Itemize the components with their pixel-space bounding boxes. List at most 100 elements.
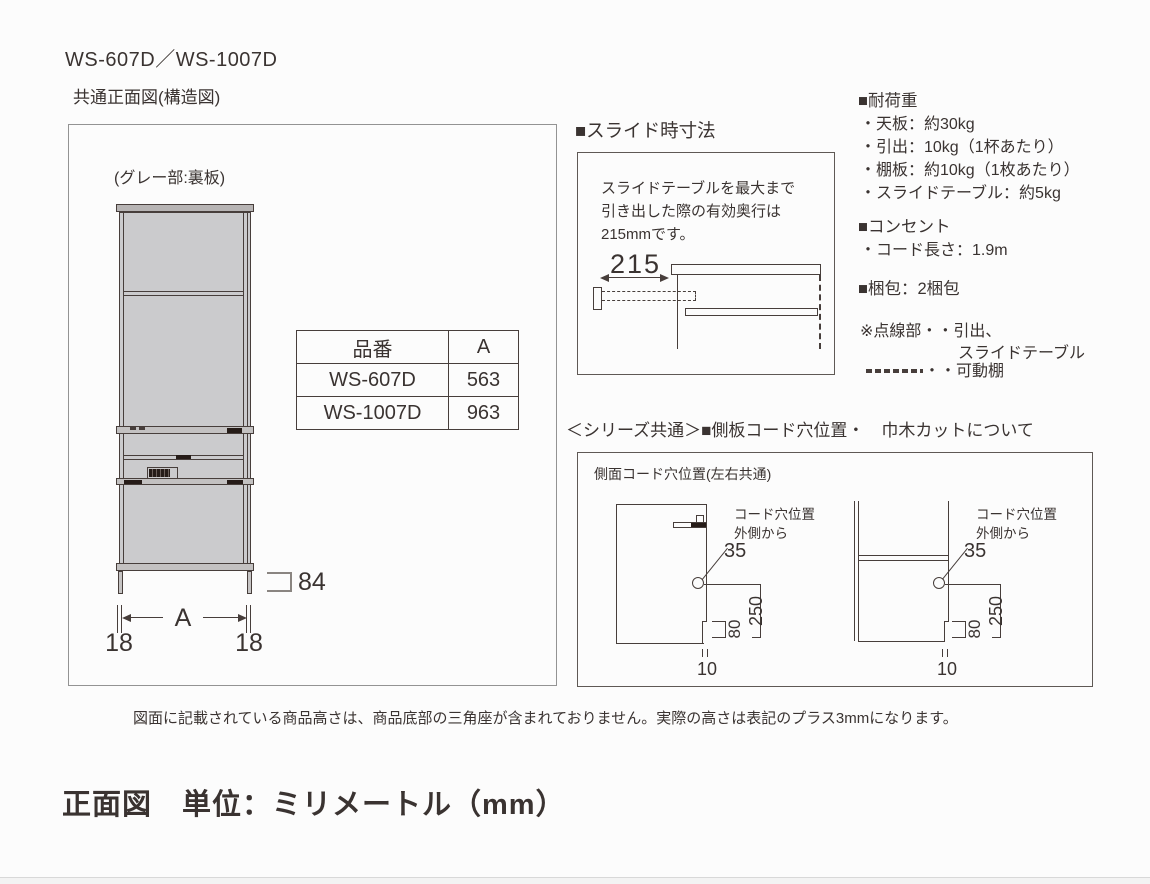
dim-10-tick (942, 649, 943, 657)
cabinet-right-stile-inner-line (247, 212, 248, 571)
left-diagram-shelf (673, 522, 707, 528)
dim-250-value: 250 (986, 595, 1006, 626)
spec-table-header-row: 品番 A (296, 330, 519, 364)
outlet-heading: ■コンセント (858, 218, 951, 236)
gray-part-note: (グレー部:裏板) (114, 170, 226, 187)
model-a-value: 563 (448, 363, 519, 397)
dim-a-label: A (163, 603, 203, 633)
model-name: WS-607D (296, 363, 449, 397)
dim-80-bottom-tick (712, 637, 725, 638)
drawer-line2 (124, 459, 243, 460)
footer-heading: 正面図 単位：ミリメートル（mm） (62, 789, 566, 821)
bottom-strip (0, 878, 1150, 884)
cord-hole-circle (933, 577, 945, 589)
slide-bar-mark-right (227, 480, 243, 484)
cabinet-shelf-bar (116, 426, 254, 434)
dim-250-vline (1000, 584, 1001, 638)
cord-hole-box-label: 側面コード穴位置(左右共通) (594, 466, 772, 482)
right-diagram-shelf-bottom (858, 560, 949, 561)
slide-diagram-front-line (677, 275, 678, 349)
packing-note: ■梱包：2梱包 (858, 280, 960, 298)
cord-hole-note-line1: コード穴位置 (976, 507, 1057, 522)
dim-10-tick (707, 649, 708, 657)
right-diagram-notch-top (944, 621, 949, 622)
front-view-panel: (グレー部:裏板) 84 (68, 124, 557, 686)
outlet-socket (149, 469, 170, 477)
dim-250-top-line (704, 584, 761, 585)
slide-section-heading: ■スライド時寸法 (575, 120, 716, 141)
table-row: WS-1007D 963 (296, 396, 519, 430)
legend-dashed-label: ・・可動棚 (924, 363, 1005, 380)
dim-10-tick (702, 649, 703, 657)
left-diagram-bottom-line (616, 643, 704, 644)
load-capacity-heading: ■耐荷重 (858, 92, 918, 110)
slide-table-dashed-outline (602, 291, 696, 301)
slide-table-bar (116, 478, 254, 485)
slide-dim-arrowhead-right (660, 274, 669, 282)
spec-col-hinban: 品番 (296, 330, 449, 364)
dashed-line-symbol (866, 369, 923, 373)
dim-250-bottom-tick (752, 637, 761, 638)
right-diagram-right-line (948, 501, 949, 622)
slide-diagram-top-plate (671, 264, 821, 275)
dim-80-top-tick (712, 621, 725, 622)
dim-arrowhead-left (122, 614, 131, 622)
outlet-cord-length: ・コード長さ：1.9m (860, 242, 1008, 259)
left-diagram-right-line (706, 504, 707, 622)
spec-col-a: A (448, 330, 519, 364)
dim-250-value: 250 (746, 595, 766, 626)
cabinet-drawing (116, 204, 254, 594)
cabinet-divider-line2 (124, 295, 243, 296)
dim-18-left: 18 (105, 629, 133, 657)
left-diagram-shelf-mark (691, 523, 706, 527)
dim-18-right: 18 (235, 629, 263, 657)
left-diagram-top-line (616, 504, 707, 505)
slide-dim-line (608, 277, 662, 278)
dim-35-value: 35 (964, 540, 987, 562)
footer-note: 図面に記載されている商品高さは、商品底部の三角座が含まれておりません。実際の高さ… (133, 710, 958, 727)
dim-80-vline (725, 621, 726, 638)
load-item-top: ・天板：約30kg (860, 116, 975, 133)
slide-table-end-cap (593, 287, 602, 310)
drawer-dark-mark (176, 455, 191, 459)
bottom-rule (0, 877, 1150, 878)
slide-diagram-dotted-back-line (819, 275, 821, 349)
dim-80-top-tick (952, 621, 965, 622)
legend-dotted-line1: ※点線部・・引出、 (860, 323, 1002, 340)
dim-tick (250, 605, 251, 633)
page-title: WS-607D／WS-1007D (65, 49, 278, 71)
dim-250-bottom-tick (992, 637, 1001, 638)
dim-10-value: 10 (696, 659, 718, 679)
left-diagram-notch-side (702, 621, 703, 644)
cord-hole-note-line1: コード穴位置 (734, 507, 815, 522)
spec-table: 品番 A WS-607D 563 WS-1007D 963 (296, 330, 519, 430)
shelf-dark-mark (227, 428, 242, 433)
right-diagram-bottom-line (858, 641, 945, 642)
slide-section-box: スライドテーブルを最大まで 引き出した際の有効奥行は 215mmです。 215 (577, 152, 835, 375)
slide-depth-value: 215 (610, 249, 662, 279)
dim-10-value: 10 (936, 659, 958, 679)
left-diagram-left-line (616, 504, 617, 643)
model-a-value: 963 (448, 396, 519, 430)
cabinet-left-stile-line (123, 212, 124, 571)
slide-diagram-shelf (685, 308, 818, 316)
slide-dim-arrowhead-left (600, 274, 609, 282)
dim-80-vline (965, 621, 966, 638)
cord-hole-note-line2: 外側から (976, 526, 1030, 541)
table-row: WS-607D 563 (296, 363, 519, 397)
dim-10-tick (947, 649, 948, 657)
cabinet-top-plate (116, 204, 254, 212)
dim-80-value: 80 (725, 619, 744, 639)
slide-desc-line2: 引き出した際の有効奥行は (601, 203, 782, 220)
dim-35-value: 35 (724, 540, 747, 562)
left-diagram-notch-top (702, 621, 707, 622)
cabinet-back-panel (119, 212, 251, 571)
cabinet-right-leg (247, 571, 252, 594)
load-item-drawer: ・引出：10kg（1杯あたり） (860, 139, 1064, 156)
right-diagram-inner-edge (858, 501, 859, 641)
right-diagram-notch-side (944, 621, 945, 642)
left-diagram-bracket-part (696, 515, 704, 523)
dim-80-value: 80 (965, 619, 984, 639)
model-name: WS-1007D (296, 396, 449, 430)
view-subtitle: 共通正面図(構造図) (73, 88, 221, 107)
